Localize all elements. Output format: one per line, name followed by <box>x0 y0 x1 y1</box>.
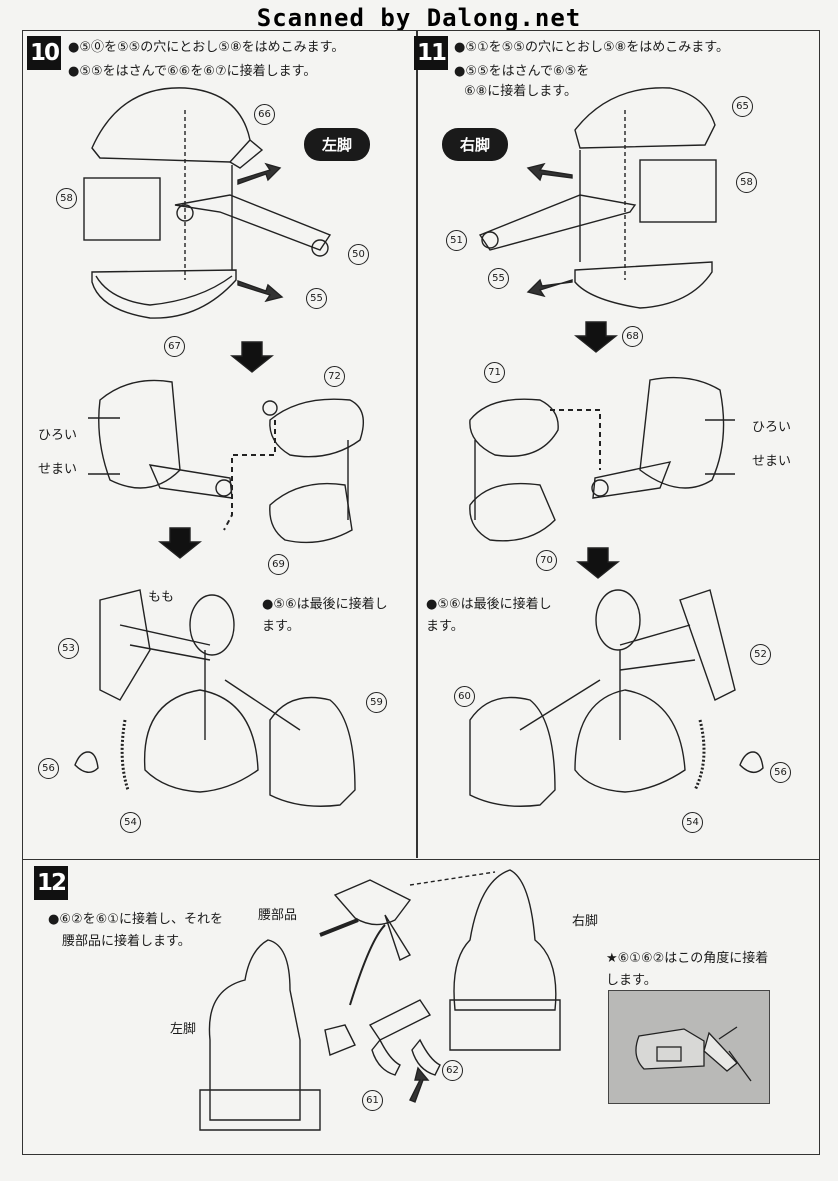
step-10-instruction-1: ●⑤⓪を⑤⑤の穴にとおし⑤⑧をはめこみます。 <box>68 40 345 55</box>
step-10-badge: 10 <box>27 36 61 70</box>
step-11-instruction-3: ⑥⑧に接着します。 <box>464 84 578 99</box>
step-12-left-leg-label: 左脚 <box>170 1022 197 1037</box>
part-61-marker: 61 <box>362 1090 383 1111</box>
step-11-instruction-1: ●⑤①を⑤⑤の穴にとおし⑤⑧をはめこみます。 <box>454 40 729 55</box>
part-62-marker: 62 <box>442 1060 463 1081</box>
angle-detail-drawing <box>635 1026 752 1082</box>
part-68-marker: 68 <box>622 326 643 347</box>
step-10-width-wide: ひろい <box>38 428 78 443</box>
part-60-marker: 60 <box>454 686 475 707</box>
right-leg-badge: 右脚 <box>442 128 509 161</box>
step-10-instruction-2: ●⑤⑤をはさんで⑥⑥を⑥⑦に接着します。 <box>68 64 317 79</box>
step-10-width-narrow: せまい <box>38 462 78 477</box>
part-67-marker: 67 <box>164 336 185 357</box>
step-12-instruction-2: 腰部品に接着します。 <box>62 934 191 949</box>
part-55-marker: 55 <box>306 288 327 309</box>
part-65-marker: 65 <box>732 96 753 117</box>
angle-note: ★⑥①⑥②はこの角度に接着 します。 <box>606 951 769 988</box>
part-51-marker: 51 <box>446 230 467 251</box>
step-12-right-leg-label: 右脚 <box>572 914 599 929</box>
part-72-marker: 72 <box>324 366 345 387</box>
part-70-marker: 70 <box>536 550 557 571</box>
part-52-marker: 52 <box>750 644 771 665</box>
step-11-badge: 11 <box>414 36 448 70</box>
angle-detail-inset <box>608 990 770 1104</box>
steps-10-11-frame <box>22 30 820 860</box>
part-58-marker-r: 58 <box>736 172 757 193</box>
step-11-width-wide: ひろい <box>752 420 792 435</box>
part-59-marker: 59 <box>366 692 387 713</box>
left-leg-badge: 左脚 <box>304 128 371 161</box>
thigh-label: もも <box>148 590 175 605</box>
part-56-marker-r: 56 <box>770 762 791 783</box>
step-11-width-narrow: せまい <box>752 454 792 469</box>
watermark-text: Scanned by Dalong.net <box>256 4 582 32</box>
step-12-instruction-1: ●⑥②を⑥①に接着し、それを <box>48 912 223 927</box>
step-11-instruction-2: ●⑤⑤をはさんで⑥⑤を <box>454 64 590 79</box>
part-56-marker: 56 <box>38 758 59 779</box>
step-12-badge: 12 <box>34 866 68 900</box>
step-12-frame <box>22 858 820 1155</box>
part-69-marker: 69 <box>268 554 289 575</box>
waist-part-label: 腰部品 <box>258 908 298 923</box>
part-66-marker: 66 <box>254 104 275 125</box>
part-54-marker: 54 <box>120 812 141 833</box>
part-54-marker-r: 54 <box>682 812 703 833</box>
part-53-marker: 53 <box>58 638 79 659</box>
part-50-marker: 50 <box>348 244 369 265</box>
step-11-note: ●⑤⑥は最後に接着し ます。 <box>426 597 552 634</box>
step-10-note: ●⑤⑥は最後に接着し ます。 <box>262 597 388 634</box>
part-58-marker: 58 <box>56 188 77 209</box>
part-55-marker-r: 55 <box>488 268 509 289</box>
column-divider <box>416 30 418 858</box>
part-71-marker: 71 <box>484 362 505 383</box>
